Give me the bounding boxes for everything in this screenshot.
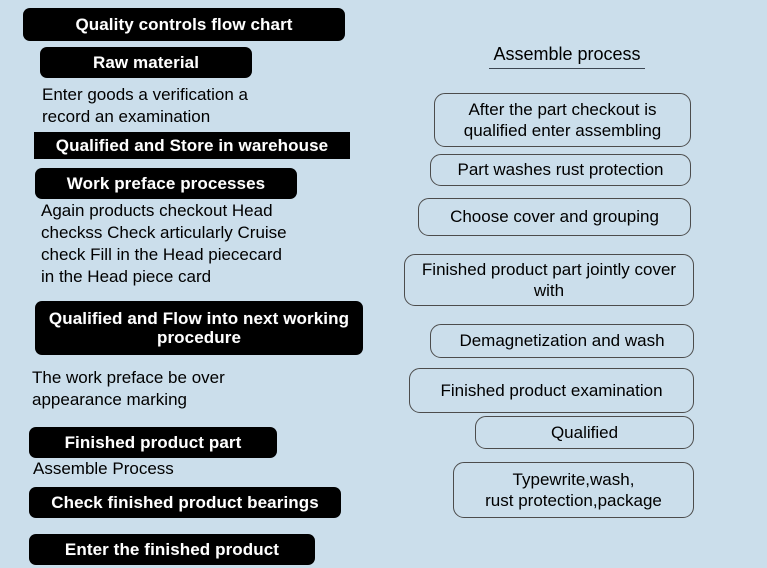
node-choose-cover-label: Choose cover and grouping xyxy=(450,207,659,227)
node-after-part-checkout[interactable]: After the part checkout is qualified ent… xyxy=(434,93,691,147)
caption-again-products: Again products checkout Head checkss Che… xyxy=(41,200,371,292)
node-work-preface[interactable]: Work preface processes xyxy=(35,168,297,199)
node-raw-material[interactable]: Raw material xyxy=(40,47,252,78)
node-part-washes-label: Part washes rust protection xyxy=(457,160,664,180)
node-qualified-flow[interactable]: Qualified and Flow into next working pro… xyxy=(35,301,363,355)
caption-enter-goods: Enter goods a verification a record an e… xyxy=(42,84,352,132)
assemble-process-heading: Assemble process xyxy=(455,44,679,65)
caption-enter-goods-text: Enter goods a verification a record an e… xyxy=(42,85,249,127)
node-typewrite-wash-label: Typewrite,wash, rust protection,package xyxy=(485,469,662,510)
node-typewrite-wash[interactable]: Typewrite,wash, rust protection,package xyxy=(453,462,694,518)
node-qualified[interactable]: Qualified xyxy=(475,416,694,449)
caption-assemble-process: Assemble Process xyxy=(33,458,283,482)
node-finished-examination-label: Finished product examination xyxy=(440,380,663,400)
node-finished-product-part-label: Finished product part xyxy=(64,432,242,452)
caption-work-preface-over: The work preface be over appearance mark… xyxy=(32,367,342,415)
node-jointly-cover-label: Finished product part jointly cover with xyxy=(421,259,677,300)
node-part-washes[interactable]: Part washes rust protection xyxy=(430,154,691,186)
flowchart-title-label: Quality controls flow chart xyxy=(75,14,293,34)
node-check-bearings[interactable]: Check finished product bearings xyxy=(29,487,341,518)
node-finished-product-part[interactable]: Finished product part xyxy=(29,427,277,458)
node-qualified-flow-label: Qualified and Flow into next working pro… xyxy=(48,308,350,347)
caption-assemble-process-text: Assemble Process xyxy=(33,459,174,478)
node-work-preface-label: Work preface processes xyxy=(66,173,266,193)
node-enter-finished-product[interactable]: Enter the finished product xyxy=(29,534,315,565)
node-finished-examination[interactable]: Finished product examination xyxy=(409,368,694,413)
assemble-process-heading-rule xyxy=(489,68,645,69)
node-qualified-store[interactable]: Qualified and Store in warehouse xyxy=(34,132,350,159)
node-demagnetization-label: Demagnetization and wash xyxy=(459,331,665,351)
assemble-process-heading-label: Assemble process xyxy=(493,44,641,64)
caption-again-products-text: Again products checkout Head checkss Che… xyxy=(41,201,287,287)
node-enter-finished-product-label: Enter the finished product xyxy=(64,539,280,559)
node-raw-material-label: Raw material xyxy=(92,52,200,72)
node-jointly-cover[interactable]: Finished product part jointly cover with xyxy=(404,254,694,306)
node-choose-cover[interactable]: Choose cover and grouping xyxy=(418,198,691,236)
flowchart-title-box[interactable]: Quality controls flow chart xyxy=(23,8,345,41)
node-qualified-store-label: Qualified and Store in warehouse xyxy=(55,135,329,155)
node-qualified-label: Qualified xyxy=(550,422,619,442)
caption-work-preface-over-text: The work preface be over appearance mark… xyxy=(32,368,225,410)
node-demagnetization[interactable]: Demagnetization and wash xyxy=(430,324,694,358)
node-after-part-checkout-label: After the part checkout is qualified ent… xyxy=(463,99,662,140)
node-check-bearings-label: Check finished product bearings xyxy=(51,492,319,512)
